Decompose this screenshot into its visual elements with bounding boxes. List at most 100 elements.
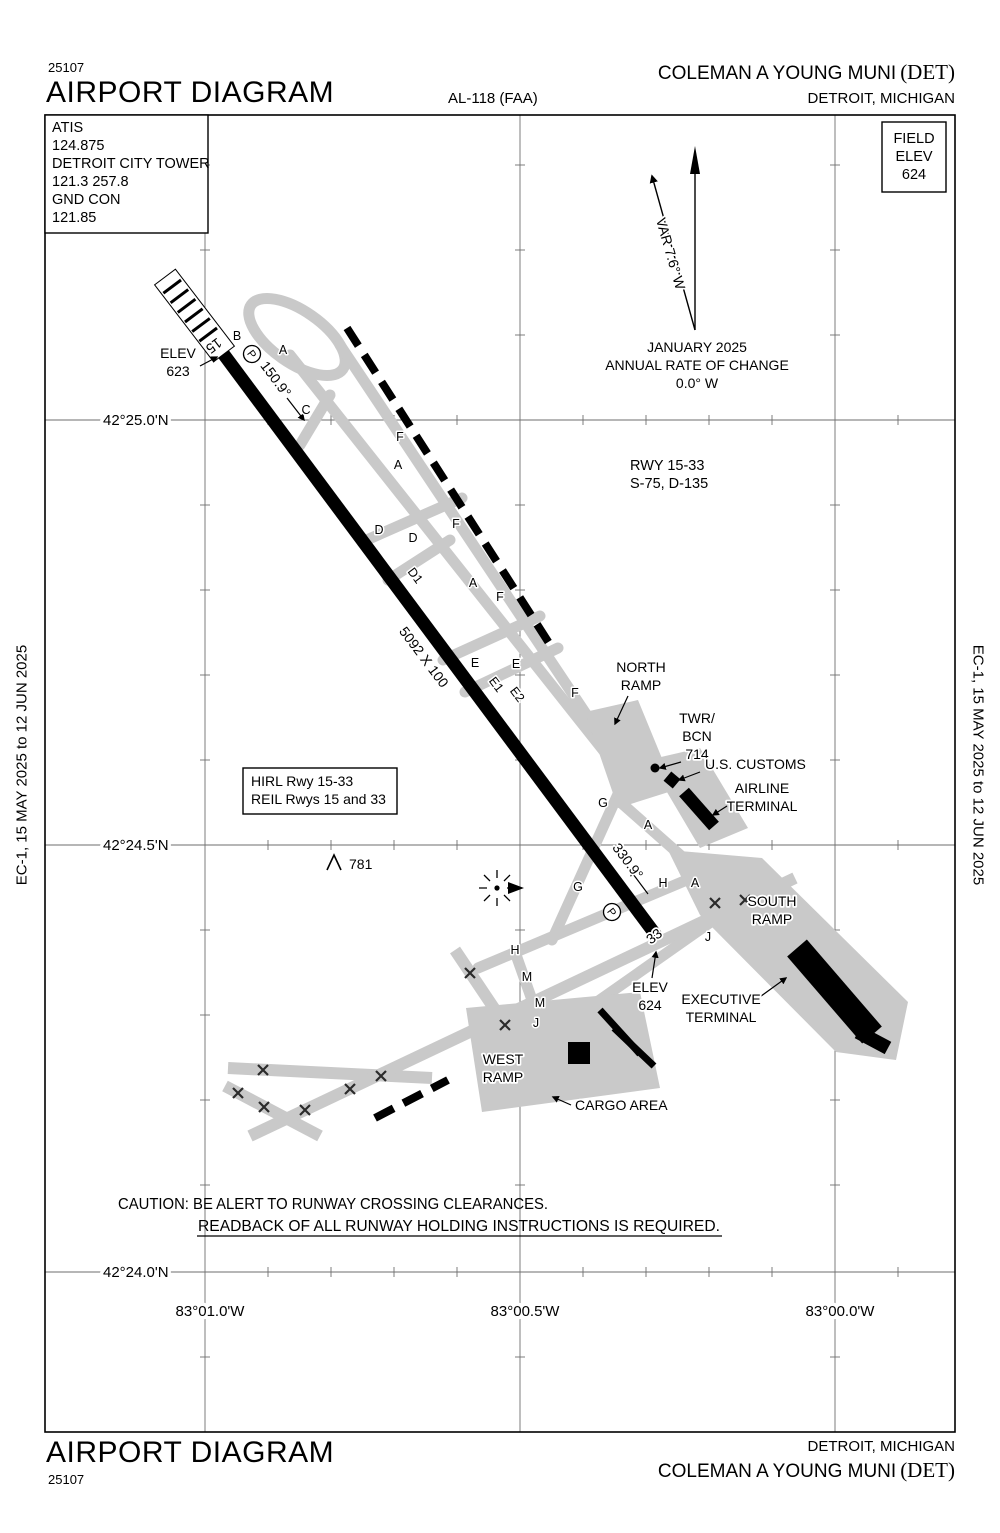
graticule-grid — [45, 115, 955, 1432]
taxiway-label: A — [469, 576, 478, 590]
north-arrow: VAR 7.6° W — [649, 146, 700, 331]
cargo-building — [568, 1042, 590, 1064]
footer-chart-number: 25107 — [48, 1472, 85, 1487]
field-label: FIELD — [893, 131, 934, 147]
caution-note: CAUTION: BE ALERT TO RUNWAY CROSSING CLE… — [118, 1196, 722, 1237]
south-ramp-label-1: SOUTH — [748, 893, 797, 909]
taxiway-label: F — [496, 590, 504, 604]
north-ramp-label-1: NORTH — [616, 659, 666, 675]
lon-label-1: 83°01.0'W — [176, 1303, 246, 1320]
tower-freqs: 121.3 257.8 — [52, 174, 129, 190]
taxiway-label: F — [571, 686, 579, 700]
taxiway-label: J — [705, 930, 711, 944]
taxiway-label: G — [573, 880, 583, 894]
taxiway-label: A — [691, 876, 700, 890]
taxiway-label: F — [452, 517, 460, 531]
rwy15-elev-value: 623 — [166, 363, 190, 379]
twr-label-1: TWR/ — [679, 710, 715, 726]
callout-leaders — [199, 356, 788, 1106]
footer-title: AIRPORT DIAGRAM — [46, 1436, 335, 1469]
airport-name: COLEMAN A YOUNG MUNI — [657, 63, 897, 84]
circled-p-symbol-north: P — [242, 344, 262, 364]
lat-label-3: 42°24.0'N — [103, 1264, 169, 1281]
taxiway-e2 — [459, 642, 564, 698]
lighted-windcone-icon — [479, 870, 524, 906]
heading-33-arrow — [629, 868, 649, 895]
taxiway-b-loop — [243, 292, 351, 382]
taxiway-label: H — [510, 943, 519, 957]
taxiway-f — [334, 339, 628, 774]
taxiway-d — [356, 492, 468, 548]
runway-15-33 — [216, 348, 664, 942]
taxiway-c — [294, 389, 336, 451]
airport-name-header: COLEMAN A YOUNG MUNI(DET) — [658, 60, 955, 85]
heading-15-arrow — [286, 397, 305, 422]
field-elev-value: 624 — [902, 167, 926, 183]
field-elevation-text: FIELD ELEV 624 — [893, 131, 934, 183]
taxiway-label: D — [374, 523, 383, 537]
taxiway-d1 — [382, 534, 456, 586]
airport-city-header: DETROIT, MICHIGAN — [807, 90, 955, 107]
tower-beacon-dot — [650, 763, 660, 773]
west-ramp-label-2: RAMP — [483, 1069, 523, 1085]
airline-terminal-label-2: TERMINAL — [727, 798, 798, 814]
page-title: AIRPORT DIAGRAM — [46, 76, 335, 109]
runway-15-chevron-area — [153, 268, 236, 363]
taxiway-label: A — [394, 458, 403, 472]
taxiway-label: H — [658, 876, 667, 890]
buildings — [568, 763, 892, 1069]
lat-label-1: 42°25.0'N — [103, 412, 169, 429]
taxiway-label: F — [396, 430, 404, 444]
procedure-id: AL-118 (FAA) — [448, 90, 538, 107]
twr-label-3: 714 — [685, 746, 709, 762]
rwy33-elev-value: 624 — [638, 997, 662, 1013]
executive-terminal-annex — [854, 1025, 892, 1055]
airport-ident: (DET) — [900, 1458, 955, 1482]
cargo-area-label: CARGO AREA — [575, 1097, 668, 1113]
tower-label: DETROIT CITY TOWER — [52, 156, 210, 172]
obstruction-elevation: 781 — [349, 856, 373, 872]
taxiway-label: C — [301, 403, 310, 417]
mag-rate-label: ANNUAL RATE OF CHANGE — [605, 357, 789, 373]
taxiway-label: E2 — [507, 684, 527, 705]
executive-terminal-building — [787, 939, 882, 1044]
taxiway-e — [437, 610, 546, 666]
reil-note: REIL Rwys 15 and 33 — [251, 791, 386, 807]
closed-runway-dashed-south — [373, 1076, 450, 1122]
atis-label: ATIS — [52, 120, 83, 136]
airport-ident: (DET) — [900, 60, 955, 84]
taxiway-label: D — [408, 531, 417, 545]
airport-name: COLEMAN A YOUNG MUNI — [657, 1461, 897, 1482]
circled-p-symbol-south: P — [602, 902, 622, 922]
west-ramp-label-1: WEST — [483, 1051, 524, 1067]
mag-rate-value: 0.0° W — [676, 375, 719, 391]
runway-lighting-box — [242, 767, 398, 815]
magnetic-variation-label: VAR 7.6° W — [653, 216, 689, 292]
taxiway-label: G — [598, 796, 608, 810]
comm-frequencies-text: ATIS 124.875 DETROIT CITY TOWER 121.3 25… — [52, 120, 210, 226]
lat-label-2: 42°24.5'N — [103, 837, 169, 854]
lon-label-2: 83°00.5'W — [491, 1303, 561, 1320]
taxiway-a — [284, 349, 621, 771]
magnetic-north-line — [649, 174, 696, 331]
chart-number-top: 25107 — [48, 60, 85, 75]
obstruction-symbol: 781 — [326, 853, 374, 874]
taxiway-label: E — [471, 656, 479, 670]
runway-info-line1: RWY 15-33 — [630, 458, 704, 474]
us-customs-building — [663, 771, 681, 789]
true-north-arrowhead — [690, 146, 700, 174]
elev-label: ELEV — [895, 149, 932, 165]
runway-info-line2: S-75, D-135 — [630, 476, 708, 492]
airline-terminal-label-1: AIRLINE — [735, 780, 789, 796]
rwy33-elev-label: ELEV — [632, 979, 668, 995]
closed-runway-dashed-north — [343, 325, 553, 646]
taxiway-label: A — [279, 343, 288, 357]
closed-runway-x-icons — [232, 894, 751, 1116]
taxiway-label: E — [512, 657, 520, 671]
graticule-ticks — [200, 164, 899, 1358]
north-ramp-label-2: RAMP — [621, 677, 661, 693]
footer-city: DETROIT, MICHIGAN — [807, 1438, 955, 1455]
comm-frequencies-box — [44, 114, 209, 234]
ground-label: GND CON — [52, 192, 120, 208]
